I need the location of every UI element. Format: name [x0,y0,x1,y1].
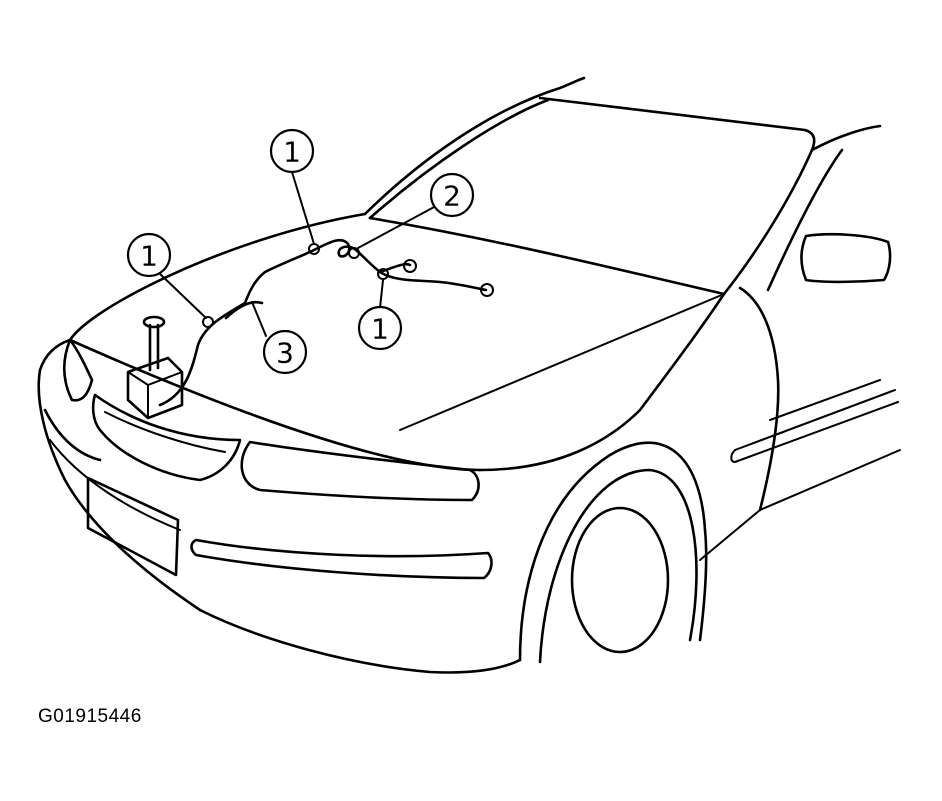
washer-tank [126,315,184,420]
callout-label: 1 [140,240,158,273]
callout-1-left: 1 [126,232,172,278]
leader-lines [157,171,437,337]
washer-hose [158,238,488,407]
hose-end [480,283,494,297]
joint-left [202,316,214,328]
hose-joints [202,243,494,328]
callout-3: 3 [262,329,308,375]
nozzle-joint [348,247,360,259]
callout-2: 2 [429,172,475,218]
callout-label: 1 [283,136,301,169]
figure-code: G01915446 [38,706,142,727]
callout-label: 2 [443,180,461,213]
car-body [37,76,901,674]
nozzle-right [403,259,417,273]
callout-1-bottom: 1 [357,305,403,351]
callout-label: 3 [276,337,294,370]
callout-1-top: 1 [269,128,315,174]
callout-label: 1 [371,313,389,346]
